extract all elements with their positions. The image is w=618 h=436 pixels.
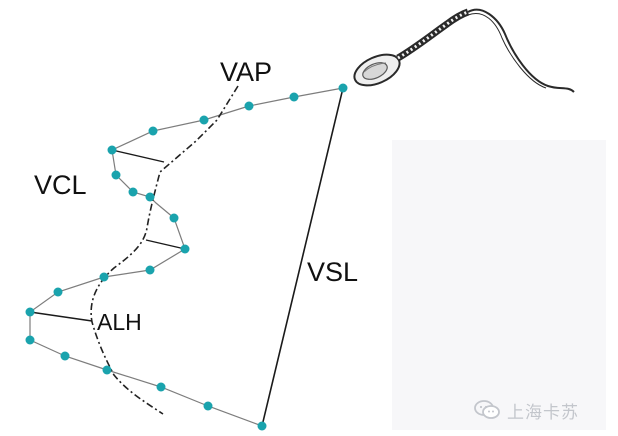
- path-dot: [145, 265, 155, 275]
- path-dot: [180, 244, 190, 254]
- path-dot: [156, 382, 166, 392]
- vap-average-path: [90, 85, 239, 415]
- path-dot: [148, 126, 158, 136]
- vcl-curvilinear-path: [29, 87, 344, 427]
- path-dot: [111, 170, 121, 180]
- path-dot: [25, 307, 35, 317]
- background-panel: [392, 140, 606, 430]
- path-dot: [199, 115, 209, 125]
- alh-label: ALH: [97, 309, 142, 335]
- watermark: 上海卡苏: [473, 398, 579, 423]
- wechat-icon: [473, 399, 501, 421]
- watermark-text: 上海卡苏: [507, 402, 579, 423]
- sperm-icon: [353, 8, 575, 93]
- path-dot: [244, 101, 254, 111]
- vcl-label: VCL: [34, 170, 87, 200]
- path-dot: [60, 351, 70, 361]
- path-dot: [99, 272, 109, 282]
- alh-connectors: [29, 149, 186, 322]
- path-dot: [289, 92, 299, 102]
- path-dot: [107, 145, 117, 155]
- path-dot: [25, 335, 35, 345]
- vsl-straight-line: [261, 87, 344, 427]
- vsl-label: VSL: [307, 257, 359, 287]
- path-dot: [102, 365, 112, 375]
- path-dot: [338, 83, 348, 93]
- path-dots: [25, 83, 348, 431]
- path-dot: [53, 287, 63, 297]
- path-dot: [145, 192, 155, 202]
- path-dot: [128, 187, 138, 197]
- path-dot: [169, 213, 179, 223]
- path-dot: [203, 401, 213, 411]
- vap-label: VAP: [220, 57, 273, 87]
- path-dot: [257, 421, 267, 431]
